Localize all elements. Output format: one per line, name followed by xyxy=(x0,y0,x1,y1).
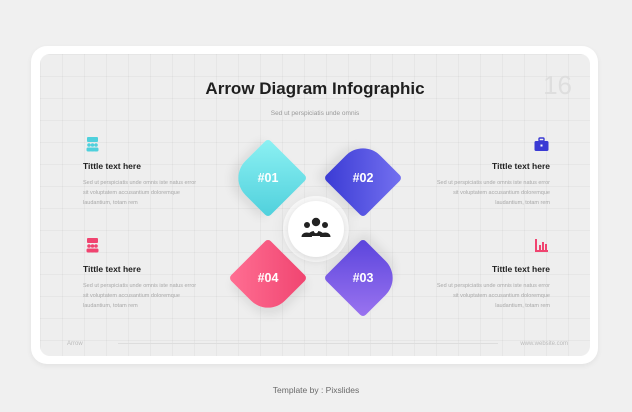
pointer-01-label: #01 xyxy=(257,171,279,185)
bar-chart-icon xyxy=(535,239,548,252)
item-2-heading: Tittle text here xyxy=(492,161,550,171)
pointer-03: #03 xyxy=(323,238,403,318)
item-2-body: Sed ut perspiciatis unde omnis iste natu… xyxy=(436,180,550,206)
pointer-04: #04 xyxy=(228,238,308,318)
pointer-02-label: #02 xyxy=(352,171,374,185)
pointer-04-label: #04 xyxy=(257,271,279,285)
pointer-02: #02 xyxy=(323,138,403,218)
footer-website: www.website.com xyxy=(520,341,568,347)
pointer-01: #01 xyxy=(228,138,308,218)
item-4-body: Sed ut perspiciatis unde omnis iste natu… xyxy=(436,283,550,309)
briefcase-icon xyxy=(534,137,549,151)
footer-section-label: Arrow xyxy=(67,341,83,347)
page-number: 16 xyxy=(543,70,572,100)
item-4-heading: Tittle text here xyxy=(492,264,550,274)
template-credit: Template by : Pixslides xyxy=(272,385,360,395)
slide: 16 Arrow Diagram Infographic Sed ut pers… xyxy=(40,54,590,356)
item-3-heading: Tittle text here xyxy=(83,264,141,274)
slide-title: Arrow Diagram Infographic xyxy=(205,79,425,98)
team-icon xyxy=(86,137,99,152)
slide-subtitle: Sed ut perspiciatis unde omnis xyxy=(270,110,360,117)
team-board-icon xyxy=(86,238,99,253)
footer-divider xyxy=(118,343,498,344)
item-1-body: Sed ut perspiciatis unde omnis iste natu… xyxy=(83,180,197,206)
item-1-heading: Tittle text here xyxy=(83,161,141,171)
pointer-03-label: #03 xyxy=(352,271,374,285)
item-3-body: Sed ut perspiciatis unde omnis iste natu… xyxy=(83,283,197,309)
